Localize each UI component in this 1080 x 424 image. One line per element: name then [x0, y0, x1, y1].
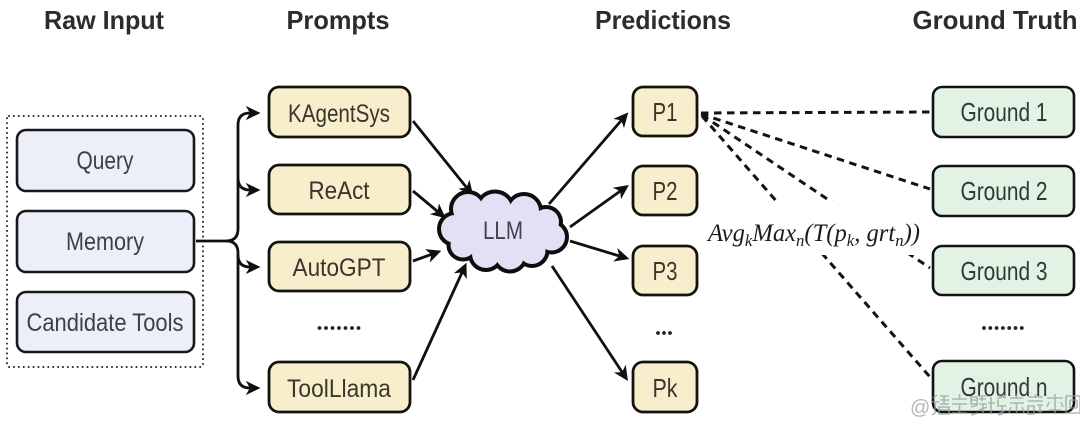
svg-text:Candidate Tools: Candidate Tools — [27, 309, 184, 337]
svg-text:Pk: Pk — [653, 373, 679, 403]
svg-text:P3: P3 — [653, 256, 678, 286]
svg-text:ToolLlama: ToolLlama — [287, 375, 391, 403]
svg-text:Query: Query — [77, 147, 134, 175]
svg-text:Prompts: Prompts — [287, 5, 390, 35]
svg-text:LLM: LLM — [483, 217, 523, 245]
svg-text:Ground 1: Ground 1 — [961, 97, 1048, 127]
svg-text:@: @ — [910, 397, 930, 419]
svg-text:KAgentSys: KAgentSys — [288, 100, 390, 128]
svg-text:P2: P2 — [653, 176, 678, 206]
svg-text:Ground 2: Ground 2 — [961, 176, 1048, 206]
svg-text:Memory: Memory — [66, 228, 144, 256]
svg-text:Predictions: Predictions — [595, 5, 731, 35]
svg-text:AvgkMaxn(T(pk, grtn)): AvgkMaxn(T(pk, grtn)) — [706, 220, 920, 250]
svg-text:ReAct: ReAct — [309, 177, 370, 205]
svg-text:Ground 3: Ground 3 — [961, 256, 1048, 286]
svg-text:P1: P1 — [653, 97, 678, 127]
svg-text:Raw Input: Raw Input — [44, 5, 164, 35]
svg-text:AutoGPT: AutoGPT — [293, 254, 386, 282]
svg-text:Ground Truth: Ground Truth — [913, 5, 1078, 35]
